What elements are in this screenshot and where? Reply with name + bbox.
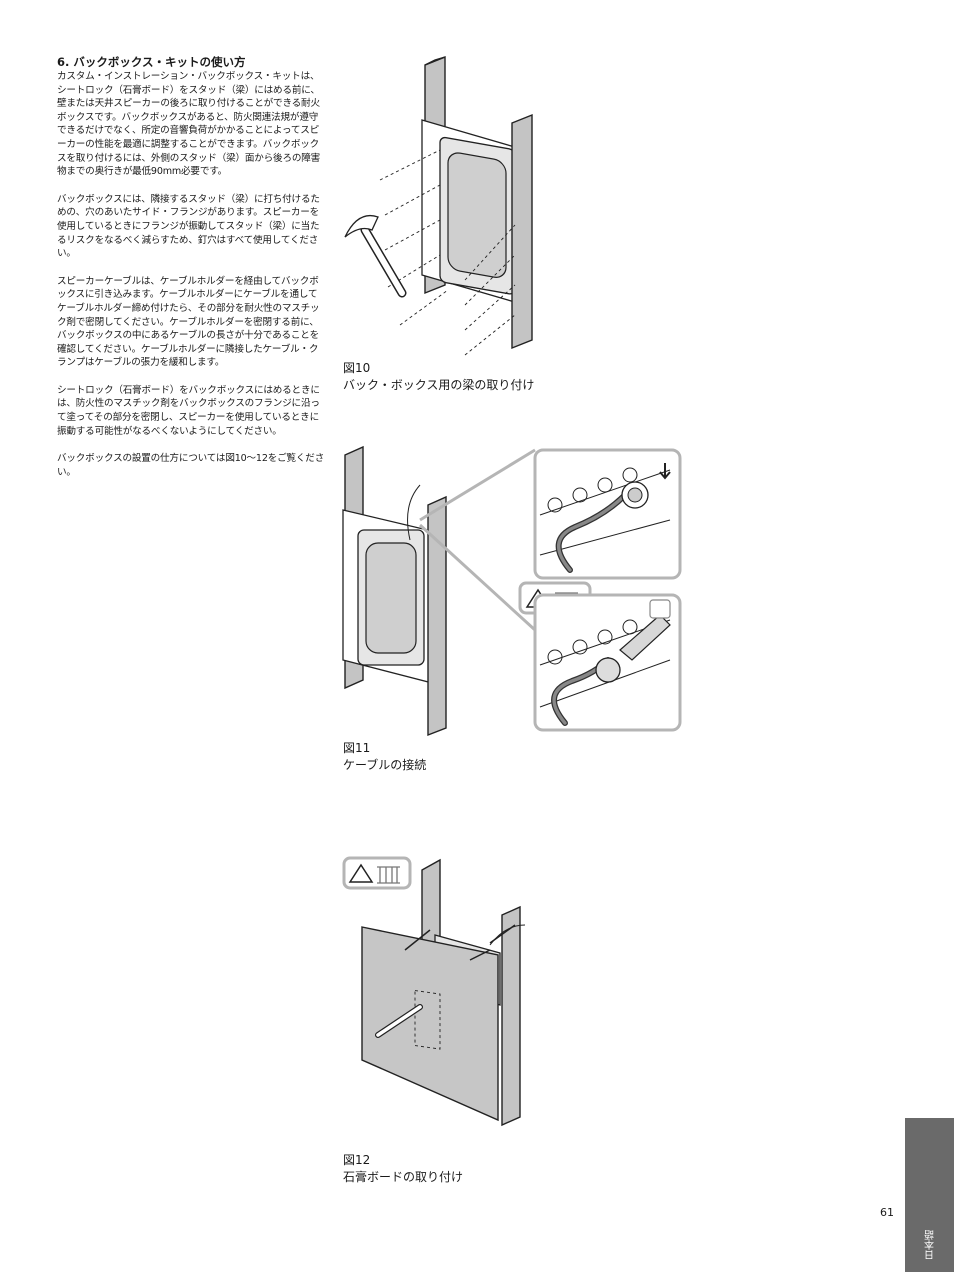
callout-mastic-seal [533, 593, 682, 732]
page-number: 61 [880, 1206, 894, 1219]
figure-11-number: 図11 [343, 741, 371, 755]
paragraph-intro: カスタム・インストレーション・バックボックス・キットは、シートロック（石膏ボード… [57, 71, 321, 178]
figure-10-illustration [344, 55, 533, 356]
stud-right [501, 905, 521, 1127]
figure-12-text: 石膏ボードの取り付け [343, 1170, 464, 1184]
arrow-down-icon [659, 463, 671, 480]
paragraph-cable: スピーカーケーブルは、ケーブルホルダーを経由してバックボックスに引き込みます。ケ… [57, 275, 320, 369]
warning-icon [348, 863, 374, 883]
figure-10-number: 図10 [343, 361, 371, 375]
paragraph-flange: バックボックスには、隣接するスタッド（梁）に打ち付けるための、穴のあいたサイド・… [57, 193, 320, 260]
callout-cable-holder [533, 448, 682, 580]
figure-11-caption: 図11 ケーブルの接続 [343, 740, 426, 774]
figure-10-caption: 図10 バック・ボックス用の梁の取り付け [343, 360, 534, 394]
paragraph-reference: バックボックスの設置の仕方については図10～12をご覧ください。 [57, 453, 325, 478]
hammer-icon [344, 214, 407, 298]
language-tab-label: 日本語 [925, 1230, 937, 1260]
sheetrock-panel [361, 926, 499, 1122]
language-tab [905, 1118, 954, 1272]
figure-11-illustration [342, 445, 682, 737]
mastic-tube-icon [619, 614, 671, 661]
back-box [439, 136, 516, 295]
figure-12-illustration [342, 856, 526, 1127]
warning-fire-badge [342, 856, 412, 890]
stud-right [511, 113, 533, 350]
figure-12-number: 図12 [343, 1153, 371, 1167]
screwdriver-icon [375, 1004, 423, 1038]
text-column: 6. バックボックス・キットの使い方 カスタム・インストレーション・バックボック… [57, 54, 325, 493]
figure-12-caption: 図12 石膏ボードの取り付け [343, 1152, 463, 1186]
figure-11-text: ケーブルの接続 [343, 758, 427, 772]
paragraph-sheetrock: シートロック（石膏ボード）をバックボックスにはめるときには、防火性のマスチック剤… [57, 384, 320, 437]
stud-right [427, 495, 447, 737]
fire-rating-icon [377, 866, 400, 884]
section-heading: 6. バックボックス・キットの使い方 [57, 55, 246, 69]
back-box [357, 529, 425, 666]
figure-10-text: バック・ボックス用の梁の取り付け [343, 378, 535, 392]
